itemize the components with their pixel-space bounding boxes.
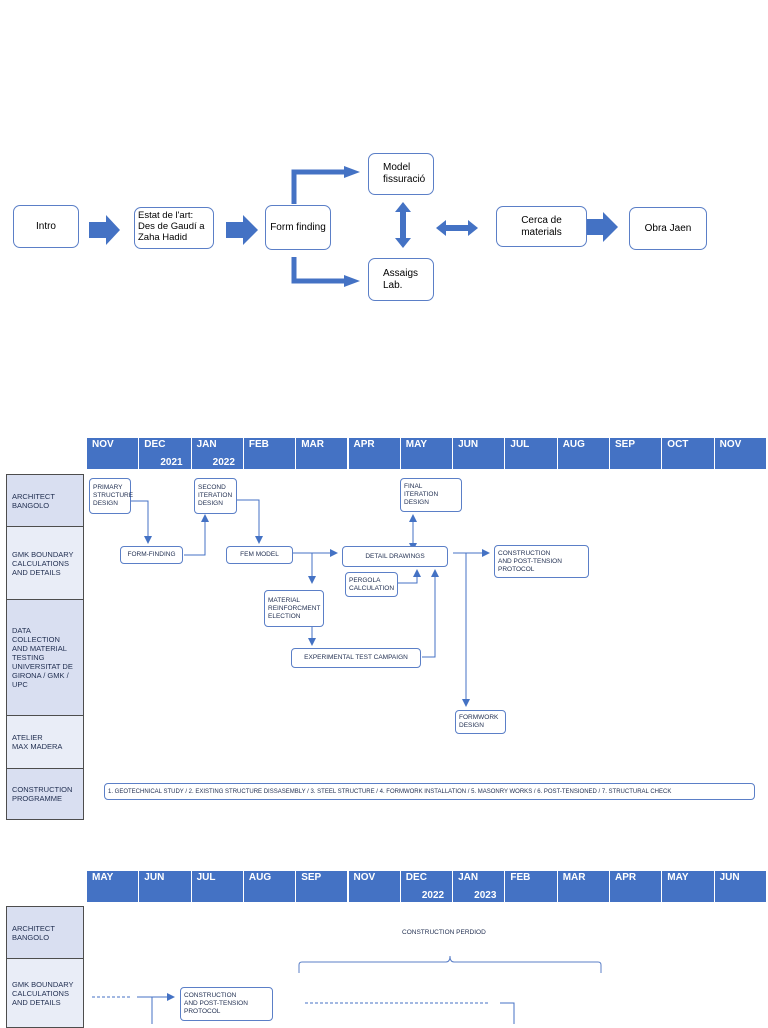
month-label: APR [615,872,637,883]
estat-art-box: Estat de l'art: Des de Gaudí a Zaha Hadi… [134,207,214,249]
gantt2-month-12: JUN [713,871,766,902]
gantt1-month-2: JAN 2022 [190,438,243,469]
gantt1-row-label: DATA COLLECTION AND MATERIAL TESTING UNI… [6,599,84,716]
gantt2-row-label: GMK BOUNDARY CALCULATIONS AND DETAILS [6,958,84,1028]
gantt1-month-0: NOV [86,438,139,469]
task-formwork-design: FORMWORK DESIGN [455,710,506,734]
month-label: AUG [562,439,585,450]
gantt1-row-label: ARCHITECT BANGOLO [6,474,84,527]
gantt1-month-7: JUN [452,438,505,469]
month-label: JAN [458,872,479,883]
month-label: MAR [301,439,324,450]
month-label: MAR [562,872,586,883]
year-label: 2022 [212,457,235,468]
month-label: JUL [196,872,216,883]
task-construction-programme: 1. GEOTECHNICAL STUDY / 2. EXISTING STRU… [104,783,755,800]
gantt1-month-6: MAY [399,438,453,469]
month-label: AUG [248,872,272,883]
month-label: JAN [196,439,217,450]
gantt2-month-5: NOV [347,871,400,902]
gantt2-month-2: JUL [190,871,243,902]
month-label: JUN [144,872,165,883]
conn-pergola-detail [398,569,421,584]
conn-exp-detail [422,569,439,658]
month-label: JUN [458,439,479,450]
construction-period-brace [298,955,602,973]
month-label: JUN [719,872,740,883]
conn-formfinding-second [184,514,209,556]
block-arrow-intro-estat [89,215,120,245]
assaigs-lab-box: Assaigs Lab. [368,258,434,301]
gantt1-month-8: JUL [504,438,557,469]
task-detail-drawings: DETAIL DRAWINGS [342,546,448,567]
task-construction-protocol-2: CONSTRUCTION AND POST-TENSION PROTOCOL [180,987,273,1021]
task-second-iteration: SECOND ITERATION DESIGN [194,478,237,514]
cerca-materials-box: Cerca de materials [496,206,587,247]
task-form-finding: FORM-FINDING [120,546,183,564]
month-label: FEB [248,439,269,450]
gantt2-month-6: DEC 2022 [399,871,453,902]
month-label: FEB [510,872,531,883]
month-label: DEC [405,872,427,883]
elbow-arrow-to-model [291,169,346,204]
gantt2-month-3: AUG [242,871,296,902]
obra-jaen-box: Obra Jaen [629,207,707,250]
month-label: MAY [667,872,689,883]
year-label: 2021 [160,457,183,468]
year-label: 2023 [474,890,497,901]
elbow-arrow-to-assaigs [291,257,346,284]
month-label: OCT [667,439,689,450]
gantt1-row-label: GMK BOUNDARY CALCULATIONS AND DETAILS [6,526,84,600]
intro-box: Intro [13,205,79,248]
gantt2-month-4: SEP [295,871,348,902]
task-material-reinforcement: MATERIAL REINFORCMENT ELECTION [264,590,324,627]
task-fem-model: FEM MODEL [226,546,293,564]
gantt1-month-10: SEP [609,438,662,469]
gantt1-month-12: NOV [713,438,766,469]
task-final-iteration: FINAL ITERATION DESIGN [400,478,462,512]
year-label: 2022 [421,890,445,901]
gantt2-row-label: ARCHITECT BANGOLO [6,906,84,959]
conn-primary-formfinding [130,500,152,544]
double-arrow-vertical [395,202,411,248]
task-experimental-test: EXPERIMENTAL TEST CAMPAIGN [291,648,421,668]
gantt1-month-4: MAR [295,438,348,469]
gantt2-month-11: MAY [661,871,714,902]
task-pergola-calculation: PERGOLA CALCULATION [345,572,398,597]
gantt2-month-10: APR [609,871,662,902]
gantt1-row-label: CONSTRUCTION PROGRAMME [6,768,84,820]
block-arrow-cerca-obra [587,212,618,242]
construction-period-label: CONSTRUCTION PERDIOD [402,929,486,936]
gantt1-row-label: ATELIER MAX MADERA [6,715,84,769]
month-label: SEP [301,872,322,883]
conn-second-fem [237,499,263,544]
month-label: NOV [92,439,114,450]
gantt2-month-1: JUN [138,871,191,902]
month-label: SEP [615,439,636,450]
gantt2-month-8: FEB [504,871,557,902]
gantt1-month-9: AUG [556,438,609,469]
gantt1-month-3: FEB [242,438,296,469]
month-label: DEC [144,439,166,450]
month-label: MAY [92,872,114,883]
block-arrow-estat-form [226,215,258,245]
double-arrow-horizontal [436,220,478,236]
task-primary-structure: PRIMARY STRUCTURE DESIGN [89,478,133,514]
month-label: JUL [510,439,530,450]
model-fissuracio-box: Model fissuració [368,153,434,195]
month-label: NOV [353,872,376,883]
gantt2-month-0: MAY [86,871,139,902]
month-label: APR [353,439,375,450]
task-construction-protocol: CONSTRUCTION AND POST-TENSION PROTOCOL [494,545,589,578]
conn-right-drop [500,1002,515,1024]
gantt2-month-7: JAN 2023 [452,871,505,902]
month-label: NOV [719,439,742,450]
gantt2-month-9: MAR [556,871,609,902]
gantt1-month-11: OCT [661,438,714,469]
month-label: MAY [405,439,428,450]
form-finding-box: Form finding [265,205,331,250]
gantt1-month-5: APR [347,438,400,469]
gantt1-month-1: DEC 2021 [138,438,191,469]
